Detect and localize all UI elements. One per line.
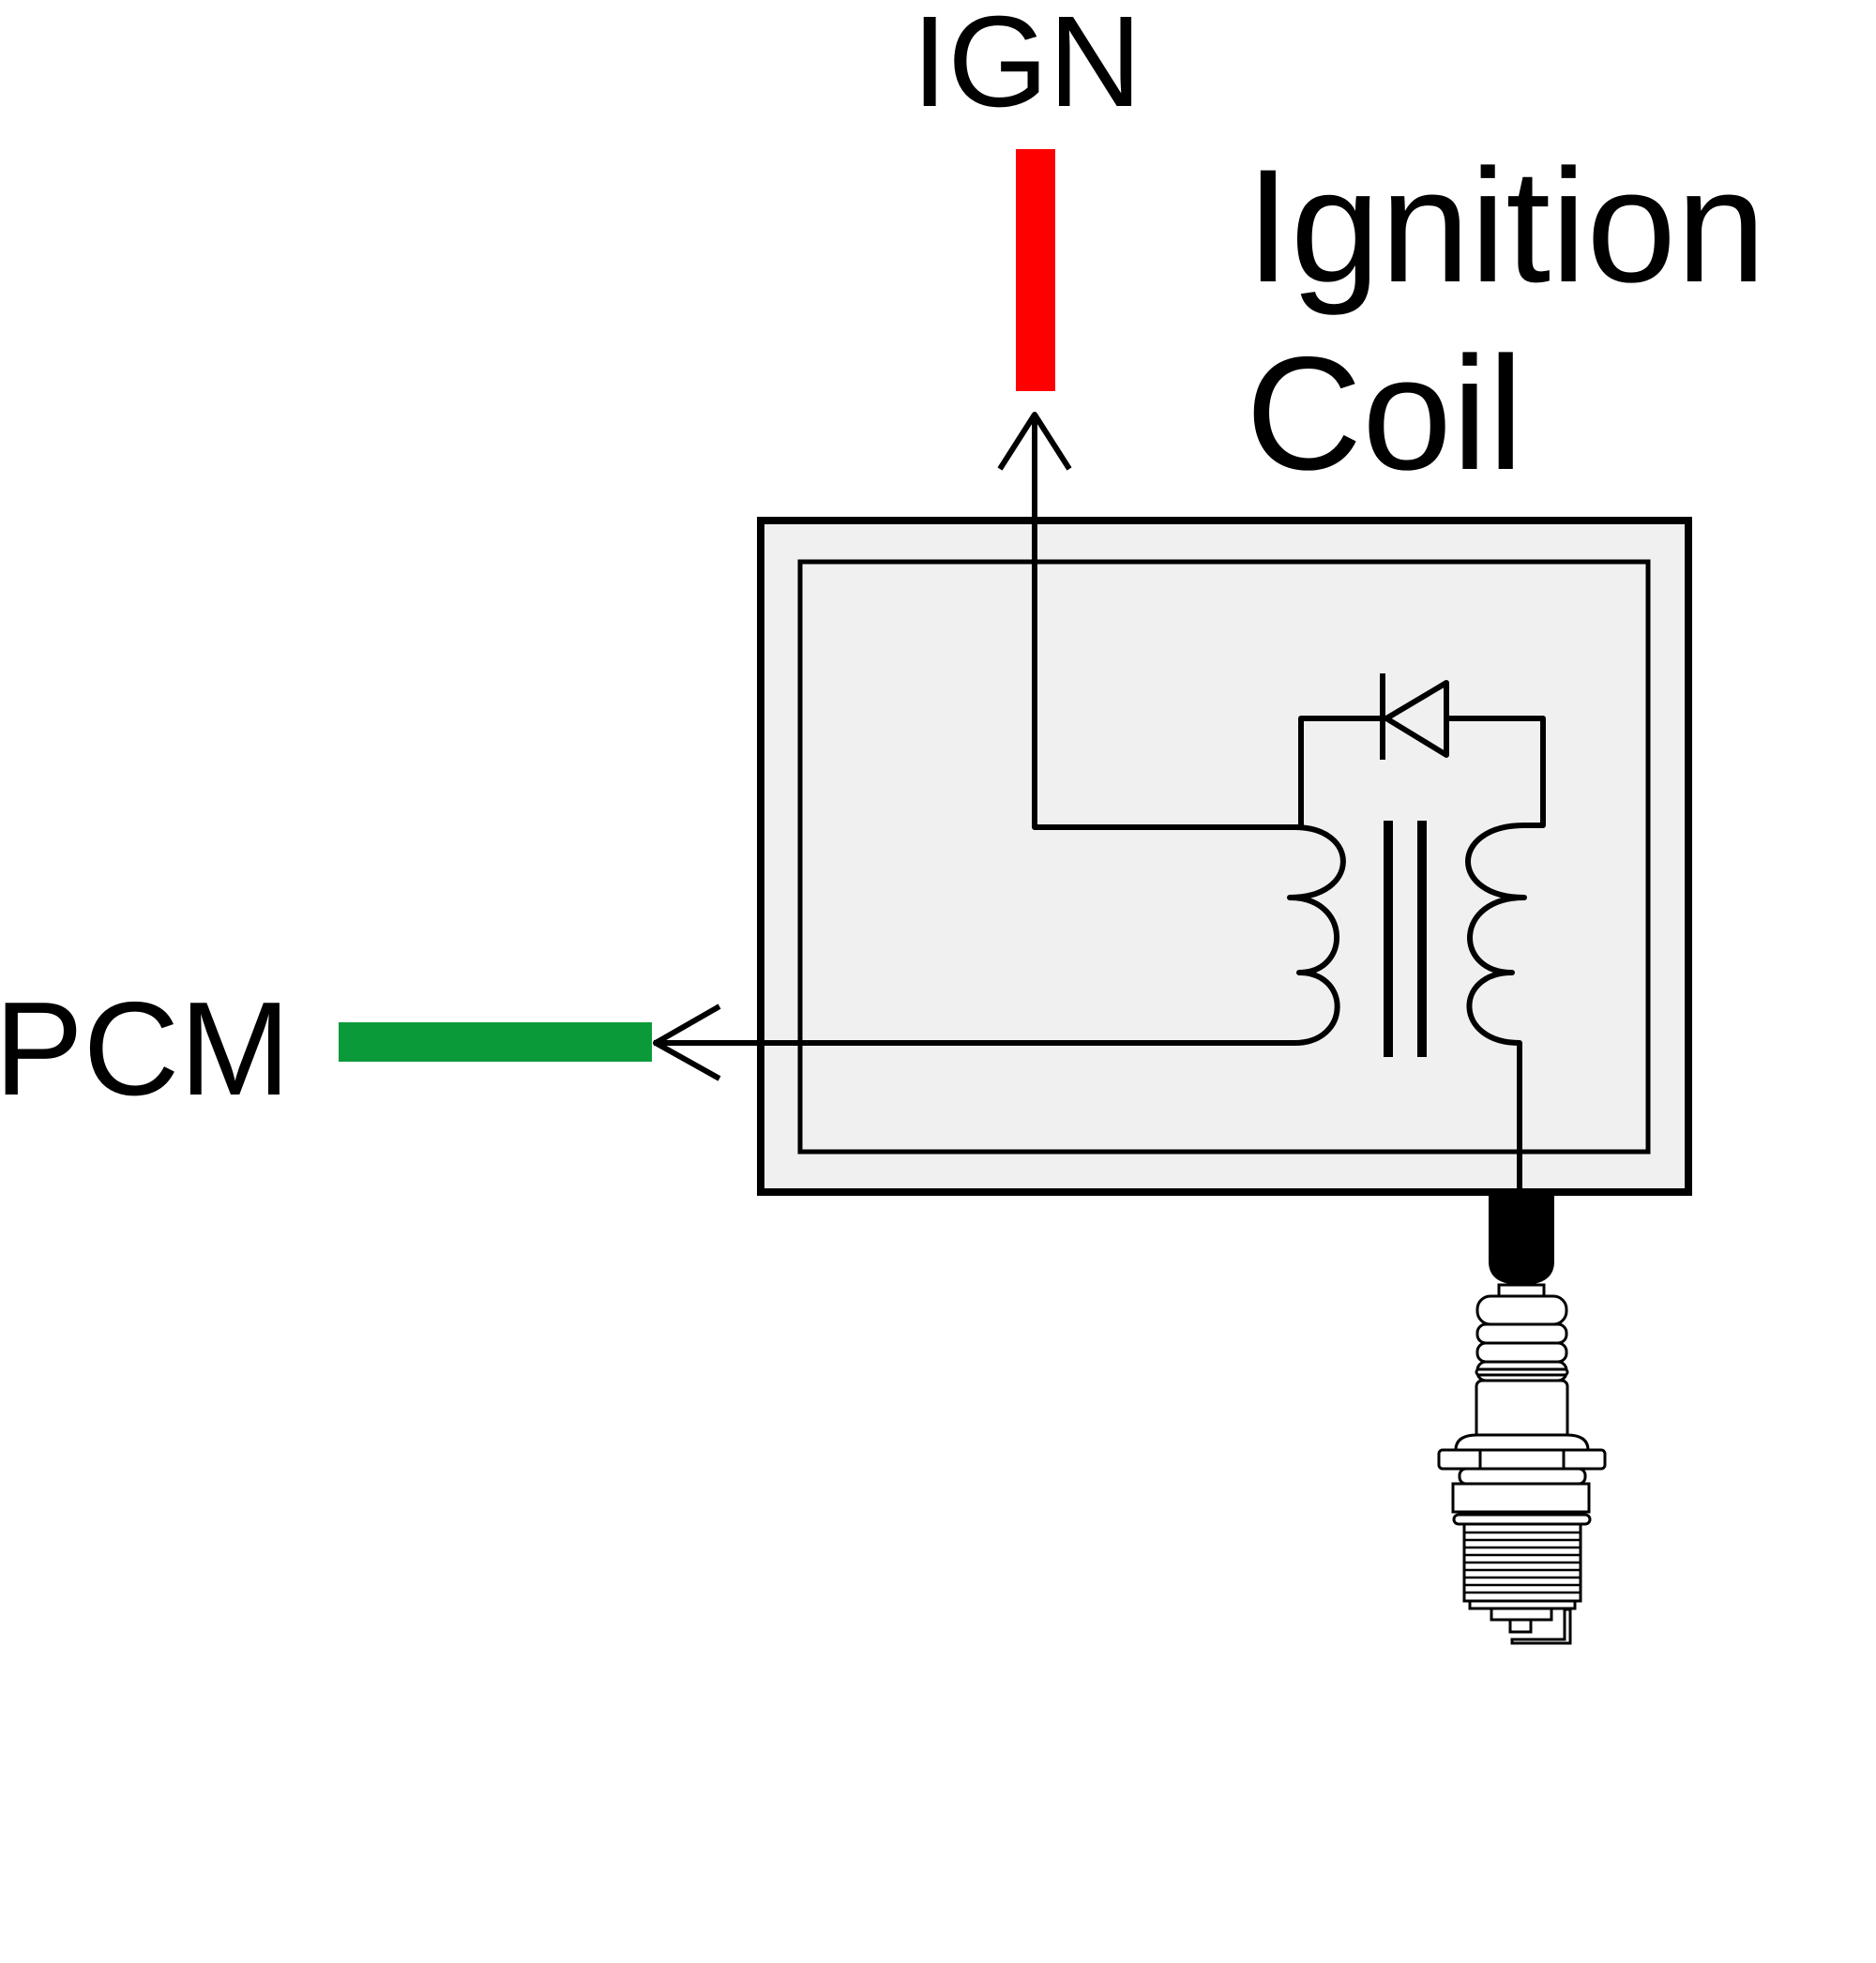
housing-inner-border [797,559,1651,1155]
primary-winding [1287,824,1346,1046]
pcm-arrow-icon [653,1004,721,1081]
title-ignition: Ignition [1246,136,1766,316]
ign-arrow-icon [997,412,1072,471]
spark-plug-threads [1464,1531,1581,1594]
iron-core-bar [1384,821,1393,1057]
diode-icon [1380,673,1449,760]
spark-plug-boot [1489,1192,1554,1285]
secondary-winding [1465,823,1527,1191]
ign-label: IGN [912,0,1142,134]
spark-plug [1437,1283,1607,1645]
diode-loop [1298,716,1546,828]
pcm-wire [339,1022,652,1062]
iron-core-bar [1417,821,1427,1057]
pcm-label: PCM [0,974,291,1124]
ign-feed-line [1032,415,1301,830]
ign-wire [1016,149,1055,391]
ignition-coil-housing [757,517,1692,1196]
title-coil: Coil [1246,324,1523,504]
